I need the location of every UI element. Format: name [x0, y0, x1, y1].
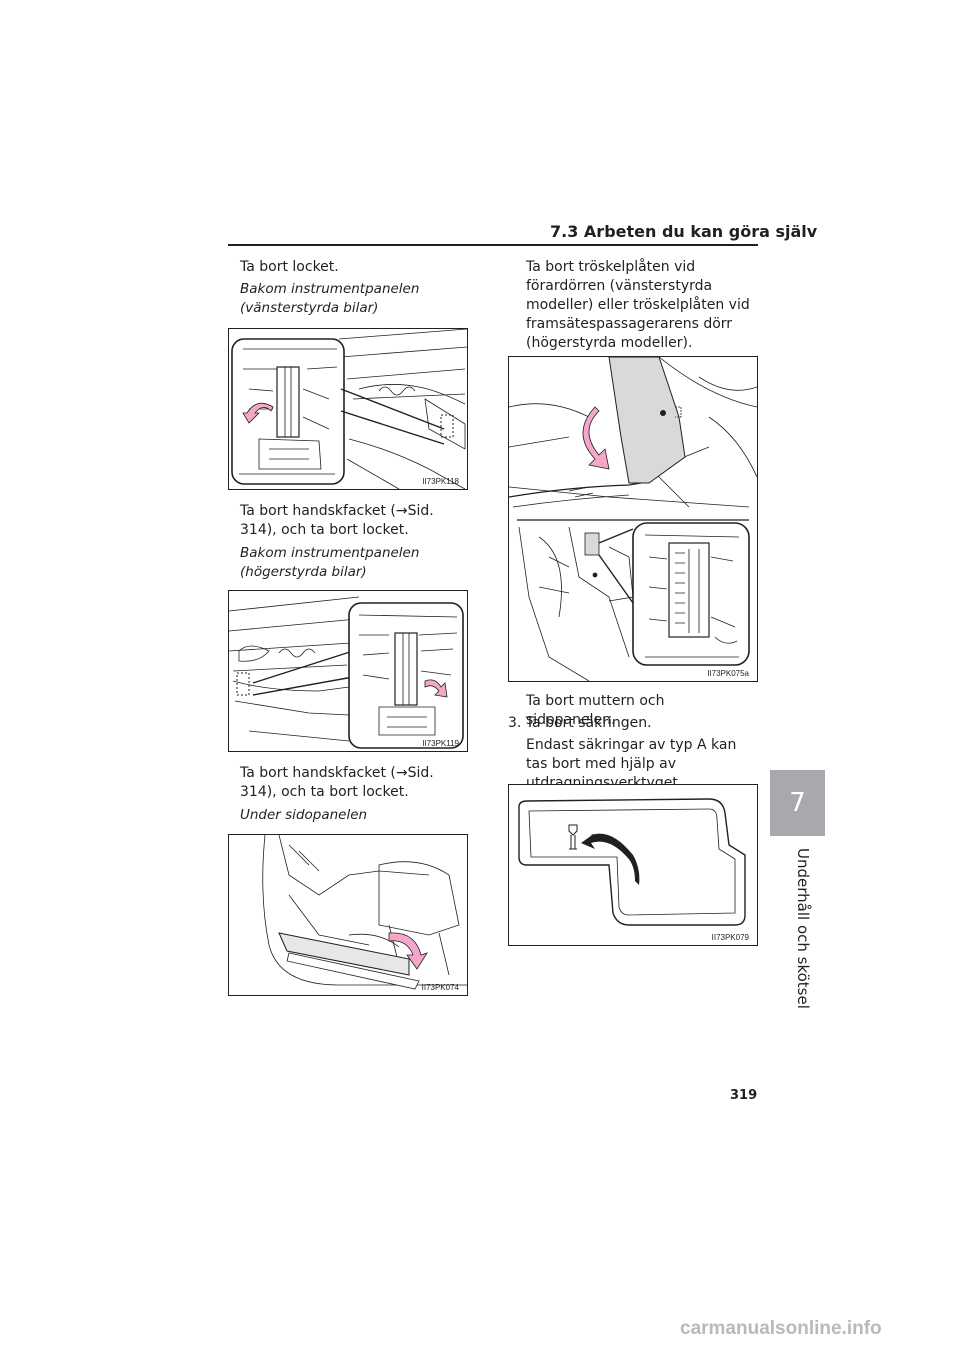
chapter-tab-label: Underhåll och skötsel [794, 848, 812, 1009]
figure-code: II73PK118 [422, 477, 459, 486]
page-number: 319 [730, 1088, 758, 1103]
instruction-remove-glovebox-2: Ta bort handskfacket (→Sid. 314), och ta… [240, 765, 434, 800]
caption-under-side-panel: Under sidopanelen [240, 807, 368, 823]
step-3-heading: 3. Ta bort säkringen. [508, 715, 652, 731]
chapter-tab: 7 [770, 770, 825, 836]
instruction-remove-nut-panel: Ta bort muttern och sidopanelen. [526, 693, 665, 728]
watermark: carmanualsonline.info [680, 1318, 882, 1339]
caption-rhd: Bakom instrumentpanelen (högerstyrda bil… [240, 545, 420, 580]
instruction-remove-cover: Ta bort locket. [240, 259, 339, 275]
illustration-door-sill [262, 835, 467, 990]
figure-code: II73PK119 [422, 739, 459, 748]
instruction-fuse-tool-note: Endast säkringar av typ A kan tas bort m… [526, 737, 737, 791]
figure-behind-panel-lhd: II73PK118 [228, 328, 468, 490]
header-rule [228, 244, 758, 246]
figure-under-side-panel: II73PK074 [228, 834, 468, 996]
figure-code: II73PK074 [421, 983, 459, 992]
instruction-remove-sill-plate: Ta bort tröskelplåten vid förardörren (v… [526, 259, 750, 351]
illustration-dashboard-lhd [231, 329, 467, 489]
caption-lhd: Bakom instrumentpanelen (vänsterstyrda b… [240, 281, 420, 316]
figure-code: II73PK075a [707, 669, 749, 678]
illustration-fuse-puller [518, 798, 746, 926]
figure-code: II73PK079 [711, 933, 749, 942]
figure-fuse-box-cover: II73PK079 [508, 784, 758, 946]
figure-behind-panel-rhd: II73PK119 [228, 590, 468, 752]
illustration-sill-and-side-panel [509, 357, 757, 681]
figure-sill-plate: II73PK075a [508, 356, 758, 682]
section-title: 7.3 Arbeten du kan göra själv [550, 222, 818, 241]
instruction-remove-glovebox-1: Ta bort handskfacket (→Sid. 314), och ta… [240, 503, 434, 538]
illustration-dashboard-rhd [229, 596, 464, 749]
